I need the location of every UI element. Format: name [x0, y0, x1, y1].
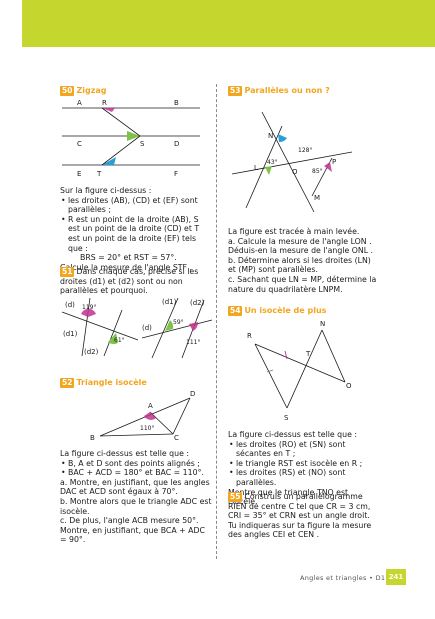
ex51-f1-a1: 119° — [82, 304, 96, 311]
ex53-a2: 43° — [267, 159, 278, 166]
ex52-item-2: BAC + ACD = 180° et BAC = 110°. — [61, 468, 212, 478]
ex50-text: Sur la figure ci-dessus : les droites (A… — [60, 186, 210, 272]
ex50-label-T: T — [96, 170, 102, 178]
ex52-label-A: A — [148, 402, 153, 410]
ex54-number: 54 — [228, 306, 243, 316]
ex52-q-c: c. De plus, l'angle ACB mesure 50°. Mont… — [60, 516, 205, 545]
column-divider — [216, 84, 217, 559]
ex50-label-A: A — [77, 99, 82, 107]
footer-chapter: Angles et triangles • D1 — [300, 574, 386, 582]
ex50-label-R: R — [102, 99, 107, 107]
ex50-label-E: E — [77, 170, 81, 178]
ex52-intro: La figure ci-dessus est telle que : — [60, 449, 189, 458]
ex50-intro: Sur la figure ci-dessus : — [60, 186, 152, 195]
ex50-label-D: D — [174, 140, 179, 148]
ex51-f2-d: (d) — [142, 324, 152, 332]
ex53-label-O: O — [292, 168, 298, 176]
ex53-a3: 85° — [312, 168, 323, 175]
ex50-label-B: B — [174, 99, 179, 107]
ex50-item-1: les droites (AB), (CD) et (EF) sont para… — [61, 196, 210, 215]
ex51-figure-2: (d1) (d2) 59° (d) 111° — [141, 297, 213, 359]
ex53-label-M: M — [314, 194, 320, 202]
ex51-f1-a2: 61° — [114, 337, 125, 344]
ex53-a1: 128° — [298, 147, 312, 154]
ex54-item-2: le triangle RST est isocèle en R ; — [229, 459, 380, 469]
ex50-angles: BRS = 20° et RST = 57°. — [80, 253, 177, 263]
ex52-text: La figure ci-dessus est telle que : B, A… — [60, 449, 212, 545]
ex53-label-L: L — [254, 164, 258, 172]
ex50-label-S: S — [140, 140, 145, 148]
ex53-label-P: P — [332, 158, 336, 166]
ex51-f2-d1: (d1) — [162, 298, 177, 306]
ex55-statement: Construis un parallélogramme RIEN de cen… — [228, 492, 371, 521]
ex54-item-1: les droites (RO) et (SN) sont sécantes e… — [229, 440, 380, 459]
ex53-q-b: b. Détermine alors si les droites (LN) e… — [228, 255, 371, 275]
ex51-f2-a1: 59° — [173, 319, 184, 326]
ex51-number: 51 — [60, 267, 75, 277]
ex53-figure: N 128° 43° L O P 85° M — [231, 111, 353, 213]
ex54-title: Un isocèle de plus — [244, 306, 327, 315]
ex53-number: 53 — [228, 86, 243, 96]
ex54-label-N: N — [320, 320, 325, 328]
ex55-statement-2: Tu indiqueras sur ta figure la mesure de… — [228, 520, 372, 540]
ex54-label-R: R — [247, 332, 252, 340]
ex54-label-T: T — [305, 350, 311, 358]
ex52-number: 52 — [60, 378, 75, 388]
ex50-label-C: C — [77, 140, 82, 148]
ex53-q-c: c. Sachant que LN = MP, détermine la nat… — [228, 274, 377, 294]
ex54-label-O: O — [346, 382, 352, 390]
ex52-label-B: B — [90, 434, 95, 442]
top-banner — [22, 0, 435, 47]
ex53-label-N: N — [268, 132, 273, 140]
ex52-figure: A B C D 110° — [90, 390, 195, 442]
ex55-number: 55 — [228, 492, 243, 502]
ex54-text: La figure ci-dessus est telle que : les … — [228, 430, 380, 507]
ex51-f1-d2: (d2) — [84, 348, 99, 356]
ex51-figure-1: (d) 119° (d1) 61° (d2) — [61, 297, 139, 357]
ex50-figure: A R B C S D E T F — [62, 99, 200, 178]
ex52-q-a: a. Montre, en justifiant, que les angles… — [60, 477, 210, 497]
ex52-item-1: B, A et D sont des points alignés ; — [61, 459, 212, 469]
ex52-label-D: D — [190, 390, 195, 398]
ex53-text: La figure est tracée à main levée. a. Ca… — [228, 227, 380, 294]
ex54-question: Montre que le triangle TNO est isocèle. — [228, 487, 349, 507]
ex51-f1-d: (d) — [65, 301, 75, 309]
ex52-angle: 110° — [140, 425, 154, 432]
ex52-q-b: b. Montre alors que le triangle ADC est … — [60, 496, 212, 516]
ex50-item-2: R est un point de la droite (AB), S est … — [61, 215, 210, 253]
ex51-f2-a2: 111° — [186, 339, 200, 346]
ex54-item-3: les droites (RS) et (NO) sont parallèles… — [229, 468, 380, 487]
ex50-title: Zigzag — [76, 86, 107, 95]
ex54-label-S: S — [284, 414, 289, 422]
ex54-figure: R N T O S — [247, 320, 352, 422]
ex51-f2-d2: (d2) — [190, 299, 205, 307]
ex50-question: Calcule la mesure de l'angle STF . — [60, 262, 192, 272]
ex50-label-F: F — [174, 170, 178, 178]
ex54-intro: La figure ci-dessus est telle que : — [228, 430, 357, 439]
ex50-number: 50 — [60, 86, 75, 96]
ex52-title: Triangle isocèle — [76, 378, 147, 387]
ex52-label-C: C — [174, 434, 179, 442]
ex53-q-a2: Déduis-en la mesure de l'angle ONL . — [228, 246, 373, 256]
ex51-f1-d1: (d1) — [63, 330, 78, 338]
ex53-intro: La figure est tracée à main levée. — [228, 227, 360, 236]
page-number: 241 — [386, 569, 406, 585]
ex51-statement: Dans chaque cas, précise si les droites … — [60, 267, 199, 296]
ex53-q-a: a. Calcule la mesure de l'angle LON . — [228, 236, 372, 246]
ex53-title: Parallèles ou non ? — [244, 86, 330, 95]
